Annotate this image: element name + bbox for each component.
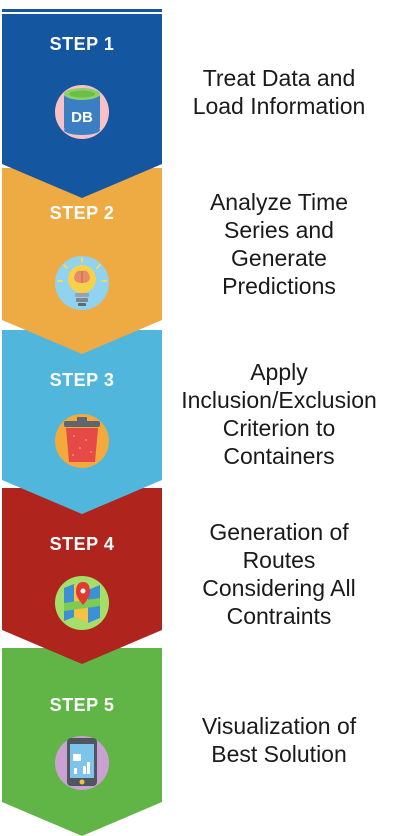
step-2-description-line: Predictions	[222, 273, 336, 299]
database-icon-text: DB	[71, 109, 93, 126]
step-5-description: Visualization of Best Solution	[168, 712, 390, 768]
step-3-description-line: Criterion to	[222, 415, 336, 441]
step-4-description: Generation of Routes Considering All Con…	[168, 518, 390, 630]
step-2-label: STEP 2	[49, 203, 115, 223]
step-2-description-line: Generate	[231, 245, 327, 271]
step-2-description-line: Analyze Time	[209, 189, 349, 215]
step-3-description-line: Inclusion/Exclusion	[181, 387, 377, 413]
map-pin-icon	[55, 576, 109, 630]
step-1-label: STEP 1	[49, 34, 115, 54]
step-4-label: STEP 4	[49, 534, 115, 554]
mobile-chart-icon	[55, 736, 109, 790]
top-rule	[2, 9, 162, 12]
step-4-description-line: Routes	[242, 547, 316, 573]
step-5-description-line: Visualization of	[201, 713, 357, 739]
step-3-description-line: Containers	[223, 443, 335, 469]
step-3-label: STEP 3	[49, 370, 115, 390]
step-4-description-line: Generation of	[209, 519, 349, 545]
database-icon: DB	[55, 85, 109, 139]
step-1-description-line: Load Information	[192, 93, 366, 119]
step-5-label: STEP 5	[49, 695, 115, 715]
step-4-description-line: Contraints	[226, 603, 332, 629]
step-1-description-line: Treat Data and	[202, 65, 356, 91]
step-3-description-line: Apply	[250, 359, 308, 385]
step-1-description: Treat Data and Load Information	[168, 64, 390, 120]
lightbulb-brain-icon	[55, 256, 109, 310]
step-3-description: Apply Inclusion/Exclusion Criterion to C…	[168, 358, 390, 470]
step-5-description-line: Best Solution	[211, 741, 347, 767]
trash-container-icon	[55, 414, 109, 468]
step-2-description-line: Series and	[224, 217, 334, 243]
step-4-description-line: Considering All	[202, 575, 356, 601]
step-2-description: Analyze Time Series and Generate Predict…	[168, 188, 390, 300]
